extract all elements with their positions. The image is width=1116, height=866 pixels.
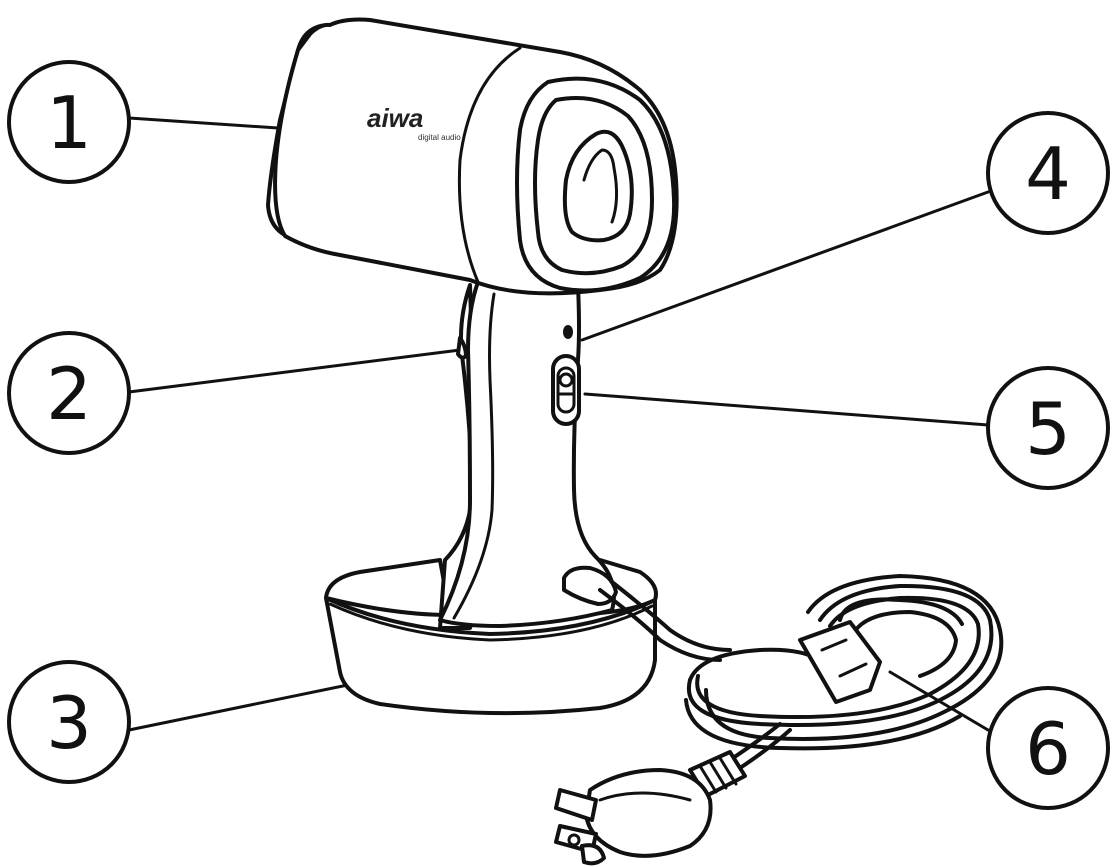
power-switch (553, 356, 579, 424)
leader-line-3 (129, 680, 372, 730)
callout-3: 3 (9, 662, 129, 782)
leader-line-2 (129, 350, 460, 392)
indicator-light (563, 325, 573, 339)
dryer-head: aiwa digital audio (268, 20, 677, 294)
callout-4: 4 (988, 113, 1108, 233)
callout-2: 2 (9, 333, 129, 453)
leader-line-1 (129, 118, 278, 128)
callout-6: 6 (988, 688, 1108, 808)
leader-line-5 (585, 394, 988, 425)
callout-5: 5 (988, 368, 1108, 488)
cord-clip (800, 622, 880, 702)
callout-3-label: 3 (46, 681, 92, 765)
callout-4-label: 4 (1025, 132, 1071, 216)
callout-2-label: 2 (46, 352, 92, 436)
power-plug (586, 770, 711, 856)
brand-subtext: digital audio (418, 133, 461, 142)
callout-1-label: 1 (46, 81, 92, 165)
brand-logo: aiwa (367, 103, 423, 133)
callout-1: 1 (9, 62, 129, 182)
callout-6-label: 6 (1025, 707, 1071, 791)
callout-5-label: 5 (1025, 387, 1071, 471)
